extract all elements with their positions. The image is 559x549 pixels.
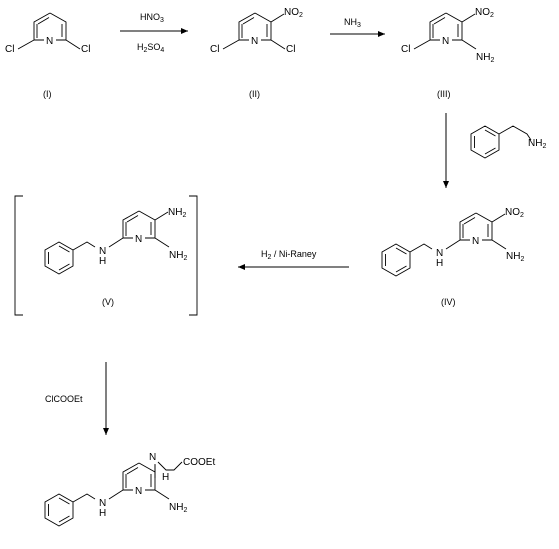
final-product-bonds xyxy=(44,461,183,527)
step5: ClCOOEt xyxy=(45,362,109,435)
step2: NH3 xyxy=(330,17,385,37)
final-product-nh-n: N xyxy=(99,498,106,509)
compound-IV-nh-n: N xyxy=(436,248,443,259)
step1-reagent-top: HNO3 xyxy=(140,12,164,24)
step5-reagent: ClCOOEt xyxy=(45,394,83,404)
compound-II: NO2 Cl N Cl (II) xyxy=(210,7,303,99)
bracket-right xyxy=(189,195,198,316)
step4-reagent: H2 / Ni-Raney xyxy=(261,249,317,261)
compound-V-ring-n: N xyxy=(135,234,142,245)
compound-IV-nh2: NH2 xyxy=(506,251,524,263)
compound-I-ring-n: N xyxy=(46,36,53,47)
compound-IV-nh-h: H xyxy=(436,258,443,269)
compound-III-bonds xyxy=(413,12,477,50)
compound-IV-no2: NO2 xyxy=(505,207,524,219)
benzylamine-bonds xyxy=(470,125,532,159)
compound-V-nh-h: H xyxy=(99,256,106,267)
step2-reagent: NH3 xyxy=(344,17,361,29)
compound-I-label: (I) xyxy=(43,89,52,99)
step4: H2 / Ni-Raney xyxy=(238,249,349,270)
compound-IV: NO2 N H N NH2 (IV) xyxy=(381,207,524,307)
compound-I-bonds xyxy=(17,12,81,50)
compound-II-label: (II) xyxy=(249,89,260,99)
benzylamine-reagent: NH2 xyxy=(470,125,546,159)
final-product-ring-n: N xyxy=(135,486,142,497)
compound-II-bonds xyxy=(222,12,286,50)
compound-III-cl: Cl xyxy=(401,44,410,55)
final-product: N H COOEt N H N NH2 xyxy=(44,452,215,527)
compound-IV-ring-n: N xyxy=(472,236,479,247)
compound-III-nh2: NH2 xyxy=(476,52,494,64)
compound-III-ring-n: N xyxy=(442,36,449,47)
final-product-nh-h: H xyxy=(99,508,106,519)
compound-I-cl-right: Cl xyxy=(81,44,90,55)
final-product-nh2: NH2 xyxy=(169,502,187,514)
compound-V: NH2 N H N NH2 (V) xyxy=(14,195,198,316)
compound-II-no2: NO2 xyxy=(284,7,303,19)
compound-V-nh2-top: NH2 xyxy=(168,207,186,219)
compound-V-nh-n: N xyxy=(99,246,106,257)
compound-I-cl-left: Cl xyxy=(5,44,14,55)
compound-II-cl-left: Cl xyxy=(210,44,219,55)
final-product-carbamate-h: H xyxy=(162,472,169,483)
compound-III: NO2 Cl N NH2 (III) xyxy=(401,7,494,99)
compound-III-label: (III) xyxy=(437,89,451,99)
compound-IV-label: (IV) xyxy=(441,297,456,307)
compound-II-ring-n: N xyxy=(251,36,258,47)
compound-I: Cl N Cl (I) xyxy=(5,12,90,99)
final-product-carbamate-n: N xyxy=(149,452,156,463)
bracket-left xyxy=(14,195,23,316)
compound-V-nh2: NH2 xyxy=(169,250,187,262)
step1: HNO3 H2SO4 xyxy=(120,12,188,54)
compound-IV-bonds xyxy=(381,212,507,277)
final-product-cooet: COOEt xyxy=(183,457,215,468)
step1-reagent-bottom: H2SO4 xyxy=(137,42,164,54)
benzylamine-nh2: NH2 xyxy=(528,138,546,150)
compound-II-cl-right: Cl xyxy=(286,44,295,55)
compound-V-bonds xyxy=(44,210,170,275)
compound-III-no2: NO2 xyxy=(475,7,494,19)
compound-V-label: (V) xyxy=(102,297,114,307)
